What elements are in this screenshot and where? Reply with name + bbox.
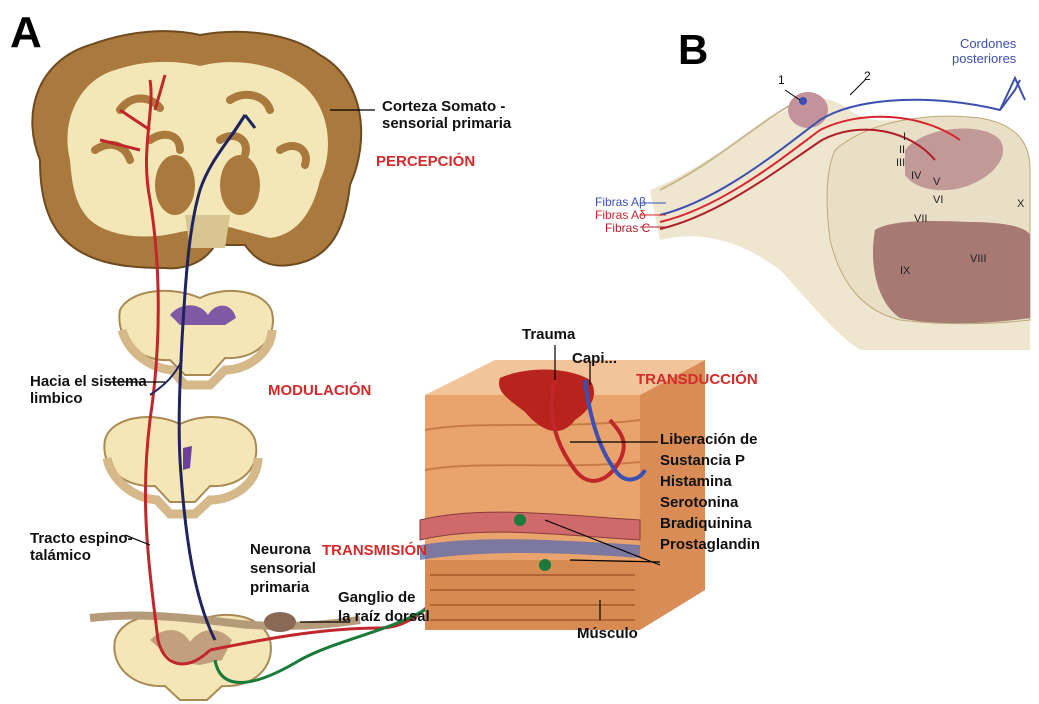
lamina-v: V [933,176,940,188]
label-fiber-c: Fibras C [605,222,650,235]
label-cortex: Corteza Somato -sensorial primaria [382,98,511,132]
lamina-viii: VIII [970,253,987,265]
panel-b-letter: B [678,26,708,74]
brain-coronal-section [32,31,361,268]
label-modulation: MODULACIÓN [268,382,371,399]
spinal-section-upper [119,291,273,385]
label-trauma: Trauma [522,326,575,343]
label-marker-1: 1 [778,74,785,87]
label-capillary: Capi... [572,350,617,367]
lamina-x: X [1017,198,1024,210]
lamina-ii: II [899,144,905,156]
spinal-section-lower [90,615,360,700]
lamina-iv: IV [911,170,921,182]
panel-b-spinal-cord [640,78,1030,350]
lamina-i: I [903,131,906,143]
label-perception: PERCEPCIÓN [376,153,475,170]
label-transduction: TRANSDUCCIÓN [636,371,758,388]
label-transmission: TRANSMISIÓN [322,542,427,559]
label-marker-2: 2 [864,70,871,83]
lamina-ix: IX [900,265,910,277]
lamina-vii: VII [914,213,927,225]
lamina-iii: III [896,157,905,169]
label-muscle: Músculo [577,625,638,642]
lamina-vi: VI [933,194,943,206]
label-spinothalamic: Tracto espino-talámico [30,530,133,564]
label-mediators: Liberación de Sustancia P Histamina Sero… [660,429,760,555]
panel-a-letter: A [10,8,42,58]
